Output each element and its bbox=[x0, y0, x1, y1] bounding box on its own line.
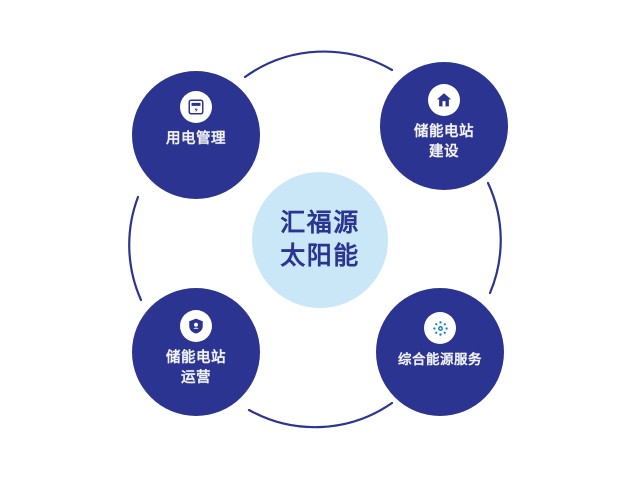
house-icon bbox=[428, 84, 460, 116]
electricity-meter-icon bbox=[180, 91, 212, 123]
arc-right bbox=[486, 181, 502, 295]
node-bottom-left[interactable]: 储能电站 运营 bbox=[132, 288, 260, 416]
arc-bottom bbox=[247, 401, 394, 429]
node-top-left[interactable]: 用电管理 bbox=[132, 71, 260, 199]
center-title-line2: 太阳能 bbox=[280, 242, 360, 270]
arc-top bbox=[243, 50, 394, 79]
node-label: 综合能源服务 bbox=[398, 352, 482, 367]
sun-energy-icon bbox=[424, 312, 456, 344]
node-label: 储能电站 运营 bbox=[166, 350, 226, 386]
center-hub[interactable]: 汇福源 太阳能 bbox=[252, 172, 388, 308]
shield-icon bbox=[180, 310, 212, 342]
node-label: 用电管理 bbox=[166, 131, 226, 147]
node-bottom-right[interactable]: 综合能源服务 bbox=[376, 288, 504, 416]
node-top-right[interactable]: 储能电站 建设 bbox=[380, 62, 508, 190]
center-title-line1: 汇福源 bbox=[280, 209, 360, 237]
node-label: 储能电站 建设 bbox=[414, 124, 474, 160]
arc-left bbox=[128, 195, 143, 302]
